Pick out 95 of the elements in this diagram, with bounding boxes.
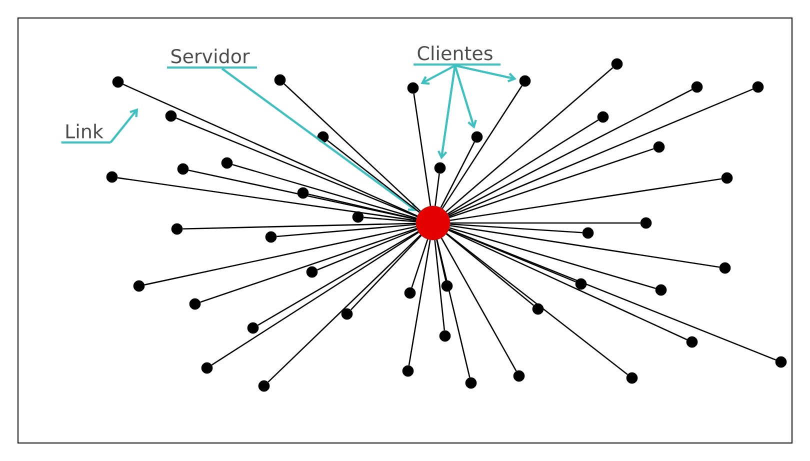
client-dot	[626, 372, 638, 384]
link-line	[450, 178, 722, 222]
client-dot	[721, 172, 733, 184]
client-dot	[775, 356, 787, 368]
link-line	[268, 234, 422, 383]
client-dot	[317, 131, 329, 143]
client-dot	[171, 223, 183, 235]
link-line	[446, 67, 614, 212]
link-line	[434, 174, 440, 206]
client-dot	[133, 280, 145, 292]
client-dot	[407, 82, 419, 94]
client-dot	[265, 231, 277, 243]
link-line	[413, 94, 432, 206]
client-dot	[177, 163, 189, 175]
link-line	[436, 240, 446, 281]
client-dot	[653, 141, 665, 153]
link-line	[450, 223, 582, 234]
client-dot	[189, 298, 201, 310]
link-line	[308, 194, 416, 220]
link-line	[118, 177, 416, 222]
link-line	[448, 228, 776, 360]
link-line	[440, 238, 517, 372]
server-circle	[416, 206, 450, 240]
link-line	[450, 222, 640, 224]
link-line	[327, 140, 420, 213]
link-line	[182, 222, 416, 230]
link-line	[436, 240, 470, 378]
client-dot	[402, 365, 414, 377]
client-dot	[611, 58, 623, 70]
client-dot	[471, 131, 483, 143]
link-line	[448, 89, 692, 216]
link-line	[446, 233, 534, 306]
link-line	[350, 235, 422, 310]
link-line	[176, 118, 418, 218]
client-dot	[112, 76, 124, 88]
client-dot	[513, 370, 525, 382]
leader-arrow	[110, 108, 138, 144]
link-line	[200, 228, 417, 303]
leader-arrow	[454, 65, 477, 129]
label-text: Link	[61, 124, 111, 144]
client-dot	[221, 157, 233, 169]
link-line	[411, 239, 428, 288]
client-dot	[306, 266, 318, 278]
client-dot	[404, 287, 416, 299]
client-dot	[532, 303, 544, 315]
client-dot	[165, 110, 177, 122]
link-line	[449, 227, 656, 290]
client-dot	[719, 262, 731, 274]
link-line	[144, 226, 416, 286]
link-line	[450, 224, 720, 268]
client-dot	[106, 171, 118, 183]
client-dot	[582, 227, 594, 239]
client-dot	[465, 377, 477, 389]
client-dot	[297, 187, 309, 199]
leader-arrow	[420, 64, 456, 85]
client-dot	[247, 322, 259, 334]
link-line	[364, 216, 416, 222]
link-line	[449, 148, 654, 218]
client-dot	[686, 336, 698, 348]
client-dot	[752, 81, 764, 93]
leader-arrow	[221, 68, 417, 212]
link-line	[448, 88, 753, 217]
link-line	[258, 231, 418, 326]
link-line	[440, 142, 475, 208]
link-line	[284, 83, 421, 212]
link-line	[276, 224, 416, 238]
client-dot	[691, 81, 703, 93]
link-line	[317, 228, 418, 270]
client-dot	[434, 162, 446, 174]
client-dot	[441, 280, 453, 292]
client-dot	[655, 284, 667, 296]
label-text: Clientes	[414, 46, 500, 66]
leader-arrow	[437, 65, 456, 160]
link-line	[448, 230, 688, 340]
client-dot	[352, 211, 364, 223]
link-line	[232, 164, 417, 219]
client-dot	[201, 362, 213, 374]
link-line	[408, 240, 431, 366]
client-dot	[258, 380, 270, 392]
client-dot	[519, 75, 531, 87]
link-line	[211, 232, 419, 366]
client-dot	[274, 74, 286, 86]
link-line	[434, 240, 446, 330]
client-dot	[640, 217, 652, 229]
client-dot	[341, 308, 353, 320]
link-line	[122, 84, 418, 217]
label-text: Servidor	[167, 48, 257, 69]
client-dot	[439, 330, 451, 342]
link-line	[447, 119, 599, 214]
client-dot	[597, 111, 609, 123]
link-line	[188, 170, 416, 220]
link-line	[446, 233, 628, 376]
client-dot	[575, 278, 587, 290]
link-line	[442, 85, 522, 209]
leader-arrow	[454, 64, 517, 82]
